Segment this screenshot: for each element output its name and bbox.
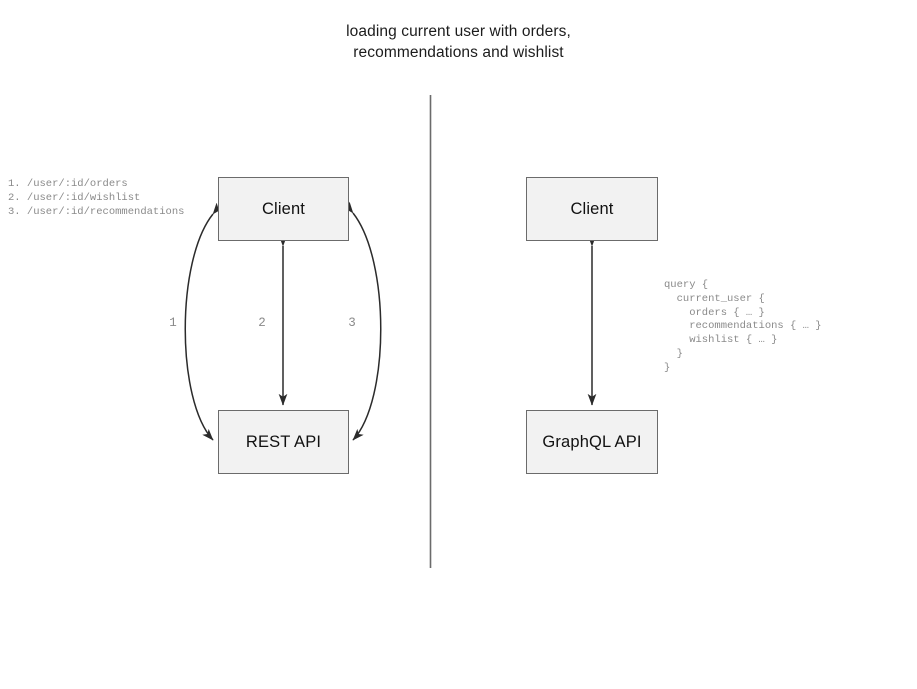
node-graphql-api[interactable]: GraphQL API: [526, 410, 658, 474]
rest-endpoint-list: 1. /user/:id/orders 2. /user/:id/wishlis…: [8, 178, 185, 218]
node-client-rest-label: Client: [261, 199, 306, 218]
edge-label-1: 1: [169, 316, 177, 330]
edge-1-orders: [184, 202, 224, 441]
node-client-graphql[interactable]: Client: [526, 177, 658, 241]
node-rest-api-label: REST API: [245, 432, 322, 451]
node-rest-api[interactable]: REST API: [218, 410, 349, 474]
diagram-title: loading current user with orders, recomm…: [346, 23, 571, 61]
node-client-graphql-label: Client: [570, 199, 614, 218]
graphql-query-block: query { current_user { orders { … } reco…: [664, 279, 822, 374]
node-client-rest[interactable]: Client: [218, 177, 349, 241]
edge-label-3: 3: [348, 316, 356, 330]
node-graphql-api-label: GraphQL API: [542, 432, 642, 451]
edge-3-recommendations: [342, 201, 382, 441]
edge-label-2: 2: [258, 316, 266, 330]
